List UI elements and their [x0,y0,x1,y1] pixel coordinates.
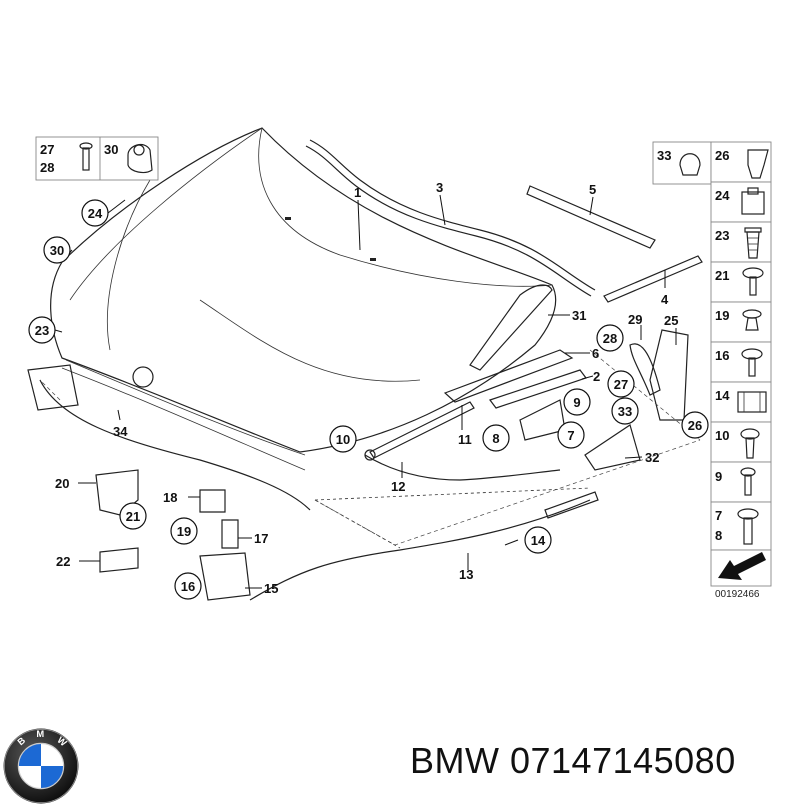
callout-22: 22 [56,554,70,569]
nut-clip-14-icon [737,391,767,413]
callouts-plain: 1 3 5 4 31 6 2 11 32 12 13 15 17 18 20 2… [55,180,678,596]
screw-9-icon [740,467,756,496]
callout-1: 1 [354,185,361,200]
struts-and-linkage [364,349,587,461]
callout-32: 32 [645,450,659,465]
panel-callout-8: 8 [715,528,722,543]
callout-18: 18 [163,490,177,505]
panel-callout-14: 14 [715,388,730,403]
panel-callout-9: 9 [715,469,722,484]
bmw-logo-letter-m: M [36,729,44,739]
panel-callout-24: 24 [715,188,730,203]
callout-3: 3 [436,180,443,195]
callout-23: 23 [35,323,49,338]
panel-callout-19: 19 [715,308,729,323]
square-clip-icon [741,187,765,215]
parts-diagram: 27 28 30 33 26 24 23 21 19 16 14 10 [27,127,772,601]
callout-5: 5 [589,182,596,197]
diagram-id: 00192466 [715,589,760,600]
clip-icon [127,143,153,174]
callout-27-top-left: 27 [40,142,54,157]
callout-30-top-left: 30 [104,142,118,157]
callout-8: 8 [492,431,499,446]
callout-34: 34 [113,424,128,439]
hardware-box-top-left: 27 28 30 [35,136,159,181]
callout-29: 29 [628,312,642,327]
callout-30: 30 [50,243,64,258]
hood-lock-parts [27,364,251,601]
rivet-10-icon [740,428,760,459]
rubber-buffer-icon [679,153,701,176]
push-rivet-icon [744,227,762,259]
callout-16: 16 [181,579,195,594]
callout-25: 25 [664,313,678,328]
spring-clip-icon [747,149,769,179]
bmw-logo: B M W [3,728,79,804]
screw-icon [79,142,93,171]
callout-10: 10 [336,432,350,447]
callout-19: 19 [177,524,191,539]
callout-20: 20 [55,476,69,491]
callout-28-top-left: 28 [40,160,54,175]
callout-7: 7 [567,428,574,443]
screw-16-icon [741,348,763,377]
callout-4: 4 [661,292,669,307]
panel-callout-33: 33 [657,148,671,163]
panel-callout-26: 26 [715,148,729,163]
rivet-21-icon [742,267,764,296]
panel-callout-7: 7 [715,508,722,523]
panel-callout-16: 16 [715,348,729,363]
callout-27: 27 [614,377,628,392]
callout-33: 33 [618,404,632,419]
arrow-icon [718,552,766,580]
callout-28: 28 [603,331,617,346]
callout-11: 11 [458,432,472,447]
rivet-19-icon [742,309,762,331]
bolt-7-8-icon [737,508,759,545]
part-number-caption: BMW 07147145080 [410,740,736,781]
panel-callout-21: 21 [715,268,729,283]
hardware-panel-right: 33 26 24 23 21 19 16 14 10 9 7 8 [652,141,772,600]
seal-strips [305,139,703,371]
release-cables [39,379,599,601]
callout-9: 9 [573,395,580,410]
callouts-circled: 24 30 23 28 27 9 33 26 7 8 10 21 19 14 1… [28,199,709,600]
callout-6: 6 [592,346,599,361]
callout-12: 12 [391,479,405,494]
callout-21: 21 [126,509,140,524]
panel-callout-23: 23 [715,228,729,243]
callout-24: 24 [88,206,103,221]
guide-lines [39,349,701,546]
bmw-logo-letter-b: B [16,735,28,747]
hood-hinge [584,329,689,471]
callout-15: 15 [264,581,278,596]
callout-17: 17 [254,531,268,546]
callout-14: 14 [531,533,546,548]
callout-31: 31 [572,308,586,323]
panel-callout-10: 10 [715,428,729,443]
callout-26: 26 [688,418,702,433]
callout-2: 2 [593,369,600,384]
callout-13: 13 [459,567,473,582]
